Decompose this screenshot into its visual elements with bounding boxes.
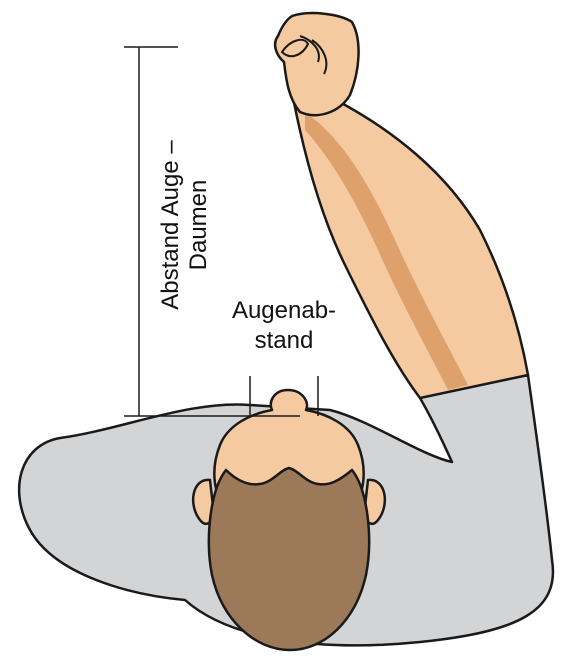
- fist: [275, 13, 358, 115]
- arm: [288, 70, 528, 398]
- eye-distance-label-line1: Augenab-: [232, 297, 336, 324]
- eye-distance-label-line2: stand: [255, 327, 314, 354]
- eye-thumb-label-line1: Abstand Auge –: [157, 140, 184, 310]
- eye-thumb-label-line2: Daumen: [185, 180, 212, 271]
